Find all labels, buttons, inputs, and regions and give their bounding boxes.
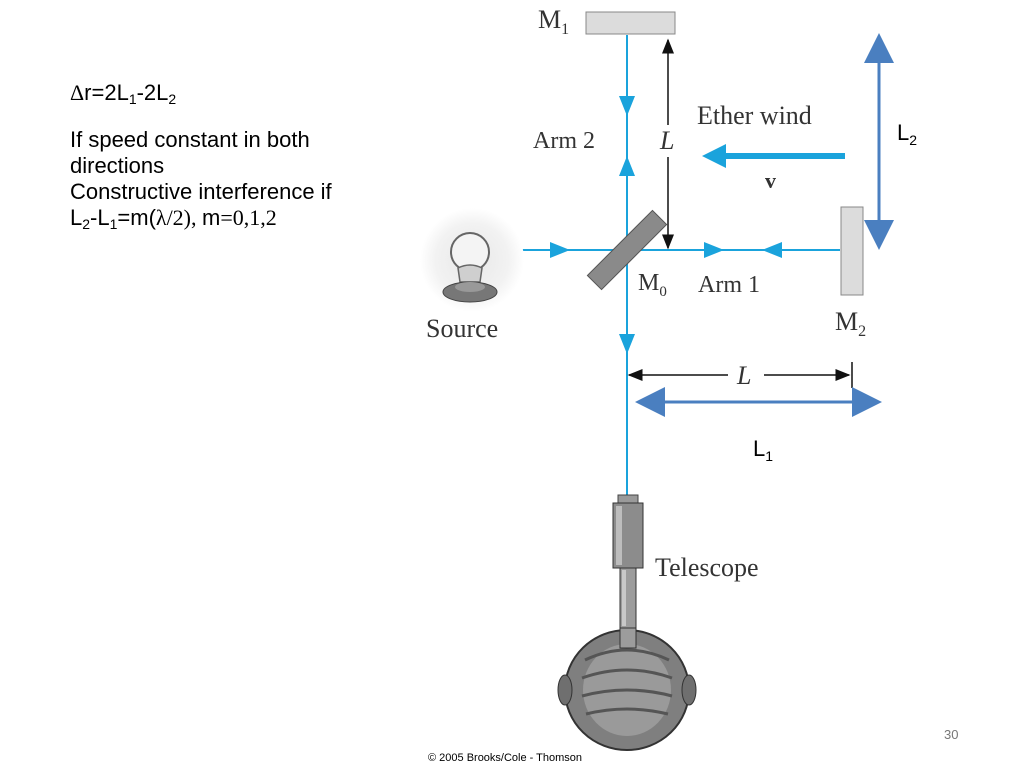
eq-part-b-sub: 2 <box>168 91 177 107</box>
m0-label: M0 <box>638 270 667 300</box>
cond-d: λ/2), <box>155 205 203 230</box>
path-difference-equation: Δr=2L1-2L2 <box>70 80 176 112</box>
interference-condition: L2-L1=m(λ/2), m=0,1,2 <box>70 205 400 237</box>
telescope-icon <box>612 494 644 629</box>
interference-explanation: If speed constant in both directions Con… <box>70 127 400 237</box>
cond-c: =m( <box>117 205 156 230</box>
beam-arrow-down-top <box>619 96 635 116</box>
beam-arrow-right-source <box>550 242 570 258</box>
ether-wind-label: Ether wind <box>697 101 812 130</box>
L2-annotation-label: L2 <box>897 120 917 148</box>
arm1-label: Arm 1 <box>698 272 760 298</box>
mirror-m1 <box>585 11 676 35</box>
vertical-L-label: L <box>659 126 674 155</box>
delta-symbol: Δ <box>70 80 85 105</box>
eq-part-a: r=2L <box>84 80 129 105</box>
beam-arrow-up <box>619 156 635 176</box>
arm2-label: Arm 2 <box>533 128 595 154</box>
eq-part-b: -2L <box>136 80 169 105</box>
cond-a-sub: 2 <box>82 216 91 232</box>
text-line-2: directions <box>70 153 165 178</box>
ether-wind-arrowhead <box>702 144 726 168</box>
lightbulb-icon <box>420 208 524 312</box>
cond-a: L <box>70 205 83 230</box>
beam-arrow-right-arm1 <box>704 242 724 258</box>
m1-label: M1 <box>538 5 569 38</box>
horizontal-L-label: L <box>736 361 751 390</box>
cond-e: m <box>202 205 221 230</box>
mirror-m2 <box>840 206 864 296</box>
m2-label: M2 <box>835 307 866 340</box>
mirror-m0 <box>586 209 668 291</box>
cond-f: =0,1,2 <box>220 205 277 230</box>
text-line-1: If speed constant in both <box>70 127 310 152</box>
cond-b: -L <box>90 205 110 230</box>
eq-part-a-sub: 1 <box>128 91 137 107</box>
text-line-3: Constructive interference if <box>70 179 332 204</box>
observer-head-icon <box>557 627 697 751</box>
copyright-notice: © 2005 Brooks/Cole - Thomson <box>428 752 583 764</box>
beam-arrow-down-bottom <box>619 334 635 354</box>
beam-arrow-left-arm1 <box>762 242 782 258</box>
source-label: Source <box>426 314 498 343</box>
cond-b-sub: 1 <box>109 216 118 232</box>
telescope-label: Telescope <box>655 553 759 582</box>
L1-annotation-label: L1 <box>753 436 773 464</box>
slide-number: 30 <box>944 727 959 742</box>
velocity-label: v <box>765 168 776 193</box>
light-beams <box>522 35 840 498</box>
